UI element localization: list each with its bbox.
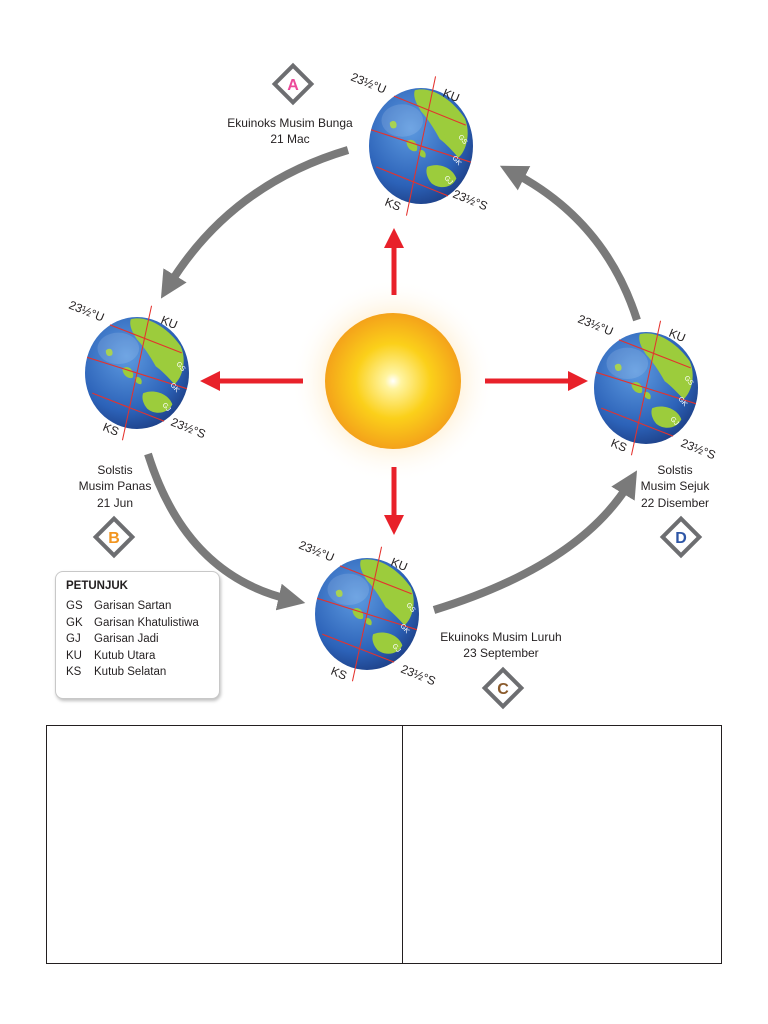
tilt-south-label: 23½°S: [169, 415, 208, 442]
marker-a: A: [271, 62, 315, 106]
caption-a: Ekuinoks Musim Bunga 21 Mac: [227, 116, 353, 146]
earth-globe-d: 23½°U KU KS 23½°S GS GK GJ: [576, 312, 718, 463]
legend-item: GK Garisan Khatulistiwa: [66, 615, 209, 632]
caption-c-line2: 23 September: [463, 646, 538, 660]
caption-b-line1: Solstis: [97, 463, 132, 477]
legend-box: PETUNJUK GS Garisan Sartan GK Garisan Kh…: [55, 571, 220, 699]
caption-a-line2: 21 Mac: [270, 132, 309, 146]
legend-text: Kutub Utara: [94, 649, 156, 662]
orbit-arrow-a-to-b: [160, 146, 350, 299]
tilt-south-label: 23½°S: [399, 662, 438, 689]
south-pole-label: KS: [383, 195, 403, 214]
marker-d: D: [659, 515, 703, 559]
answer-table: [46, 725, 722, 964]
marker-d-letter: D: [675, 530, 687, 547]
tilt-south-label: 23½°S: [679, 436, 718, 463]
legend-title: PETUNJUK: [66, 580, 128, 592]
legend-item: KU Kutub Utara: [66, 648, 209, 665]
marker-c-letter: C: [497, 681, 509, 698]
north-pole-label: KU: [441, 86, 462, 105]
caption-d-line1: Solstis: [657, 463, 692, 477]
caption-b-line2: Musim Panas: [79, 479, 152, 493]
table-row: [46, 725, 722, 964]
legend-abbr: GJ: [66, 633, 81, 645]
seasons-diagram: 23½°U KU KS 23½°S GS GK GJ 23½°U KU KS 2…: [67, 62, 718, 710]
tilt-north-label: 23½°U: [67, 298, 106, 325]
legend-text: Kutub Selatan: [94, 666, 167, 678]
caption-d-line2: Musim Sejuk: [641, 479, 711, 493]
tilt-north-label: 23½°U: [576, 312, 615, 339]
orbit-arrow-b-to-c: [144, 452, 306, 611]
legend-item: GJ Garisan Jadi: [66, 631, 209, 648]
caption-c: Ekuinoks Musim Luruh 23 September: [440, 630, 561, 660]
sun: [291, 279, 495, 483]
legend-text: Garisan Sartan: [94, 600, 172, 612]
caption-c-line1: Ekuinoks Musim Luruh: [440, 630, 561, 644]
caption-d: Solstis Musim Sejuk 22 Disember: [641, 463, 711, 510]
legend-text: Garisan Khatulistiwa: [94, 616, 199, 629]
earth-globe-a: 23½°U KU KS 23½°S GS GK GJ: [349, 70, 490, 217]
tilt-south-label: 23½°S: [451, 187, 490, 214]
legend-abbr: GK: [66, 616, 83, 629]
caption-d-line3: 22 Disember: [641, 496, 709, 510]
answer-cell-left[interactable]: [46, 725, 403, 964]
south-pole-label: KS: [329, 664, 349, 683]
orbit-arrow-c-to-d: [432, 470, 638, 614]
legend-abbr: GS: [66, 600, 83, 612]
legend-abbr: KS: [66, 666, 82, 678]
tropic-south-label: GJ: [442, 175, 453, 186]
north-pole-label: KU: [159, 313, 180, 332]
legend-item: KS Kutub Selatan: [66, 664, 209, 681]
tropic-south-label: GJ: [668, 416, 679, 427]
north-pole-label: KU: [667, 326, 688, 345]
marker-a-letter: A: [287, 77, 299, 94]
legend-item: GS Garisan Sartan: [66, 598, 209, 615]
earth-globe-b: 23½°U KU KS 23½°S GS GK GJ: [67, 298, 208, 442]
tropic-south-label: GJ: [390, 643, 401, 654]
south-pole-label: KS: [609, 436, 629, 455]
orbit-arrow-d-to-a: [499, 165, 641, 322]
north-pole-label: KU: [389, 555, 410, 574]
caption-a-line1: Ekuinoks Musim Bunga: [227, 116, 353, 130]
caption-b-line3: 21 Jun: [97, 496, 133, 510]
marker-b: B: [92, 515, 136, 559]
legend-abbr: KU: [66, 649, 82, 662]
answer-cell-right[interactable]: [402, 725, 722, 964]
legend-text: Garisan Jadi: [94, 633, 159, 645]
earth-globe-c: 23½°U KU KS 23½°S GS GK GJ: [297, 538, 438, 689]
marker-b-letter: B: [108, 530, 120, 547]
marker-c: C: [481, 666, 525, 710]
tilt-north-label: 23½°U: [349, 70, 388, 97]
tropic-south-label: GJ: [160, 402, 171, 413]
tilt-north-label: 23½°U: [297, 538, 336, 565]
south-pole-label: KS: [101, 420, 121, 439]
caption-b: Solstis Musim Panas 21 Jun: [79, 463, 152, 510]
